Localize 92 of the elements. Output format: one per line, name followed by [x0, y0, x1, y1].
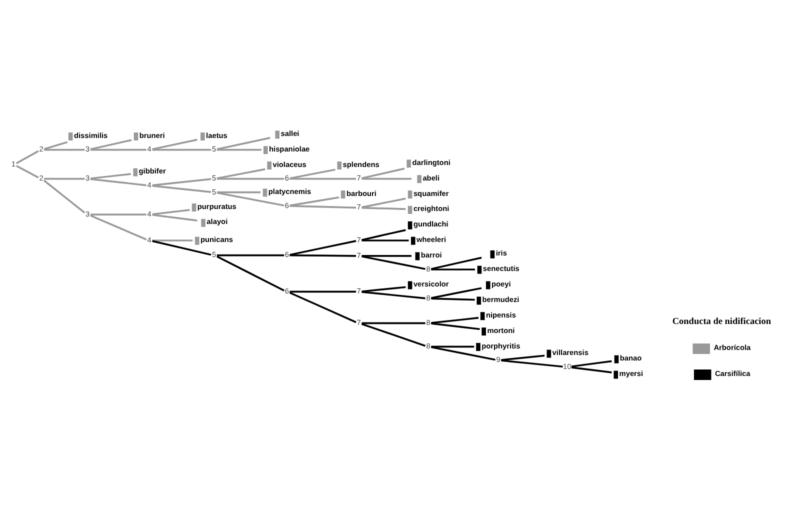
node-box [262, 188, 268, 197]
connector [90, 148, 146, 151]
connector [361, 323, 426, 347]
connector [290, 290, 356, 293]
connector [90, 178, 146, 186]
node-box [408, 206, 412, 214]
connector [90, 214, 147, 240]
connector [290, 196, 340, 206]
connector [289, 292, 356, 324]
connector [362, 255, 426, 270]
node-box [480, 312, 485, 320]
connector [44, 148, 85, 151]
node-box [417, 175, 422, 184]
connector [152, 178, 212, 186]
connector [152, 209, 190, 216]
node-box [134, 132, 138, 140]
node-box [192, 203, 196, 212]
node-box [408, 190, 412, 199]
connector [216, 192, 284, 206]
connector [430, 287, 482, 299]
connector [43, 180, 86, 214]
node-box [476, 342, 480, 351]
connector [362, 322, 426, 324]
node-box [490, 250, 495, 258]
connector [216, 254, 284, 256]
node-box [337, 162, 342, 170]
node-box [408, 221, 412, 230]
connector [362, 286, 406, 292]
connector [501, 360, 563, 368]
node-box [200, 132, 205, 140]
node-box [267, 162, 272, 170]
connector [430, 346, 496, 361]
node-box [486, 281, 490, 290]
connector [152, 240, 193, 242]
connector [216, 148, 262, 151]
connector [362, 178, 412, 180]
node-box [340, 190, 346, 199]
node-box [194, 236, 200, 245]
connector [362, 291, 426, 300]
connector [362, 198, 406, 208]
connector [362, 168, 405, 180]
connector [90, 139, 132, 150]
connector [216, 191, 261, 194]
connector [571, 366, 612, 374]
connector [44, 178, 85, 180]
connector [152, 138, 198, 150]
connector [431, 298, 475, 301]
connector [16, 164, 39, 178]
node-box [201, 218, 206, 227]
connector [362, 206, 406, 210]
node-box [476, 296, 482, 305]
connector [216, 168, 266, 180]
connector [431, 322, 480, 330]
connector [90, 214, 146, 216]
node-box [263, 146, 268, 154]
connector [571, 360, 612, 368]
node-box [275, 130, 280, 139]
node-box [406, 160, 411, 168]
connector [290, 178, 356, 180]
connector [290, 254, 356, 257]
connector [290, 168, 336, 180]
connector [216, 178, 284, 180]
node-box [546, 350, 552, 358]
connector [290, 205, 356, 209]
connector [216, 136, 270, 150]
connector [152, 240, 212, 256]
connector [362, 255, 412, 257]
connector [152, 184, 212, 193]
connector [290, 240, 356, 256]
connector [362, 240, 409, 242]
node-box [614, 355, 619, 364]
connector [431, 316, 479, 324]
label: Conducta de nidificacion [672, 317, 772, 328]
node-box [408, 281, 412, 290]
node-box [410, 236, 416, 245]
connector [431, 268, 475, 270]
connector [501, 354, 545, 361]
connector [431, 346, 474, 348]
connector [430, 256, 482, 270]
connector [44, 141, 68, 150]
connector [90, 173, 132, 180]
node-box [614, 370, 618, 379]
node-box [477, 266, 482, 274]
node-box [415, 252, 420, 260]
connector [16, 150, 39, 164]
node-box [68, 132, 73, 140]
connector [216, 256, 285, 292]
connector [362, 229, 406, 241]
node-box [482, 328, 486, 336]
connector [152, 214, 198, 222]
node-box [133, 168, 138, 176]
connector [152, 148, 212, 151]
